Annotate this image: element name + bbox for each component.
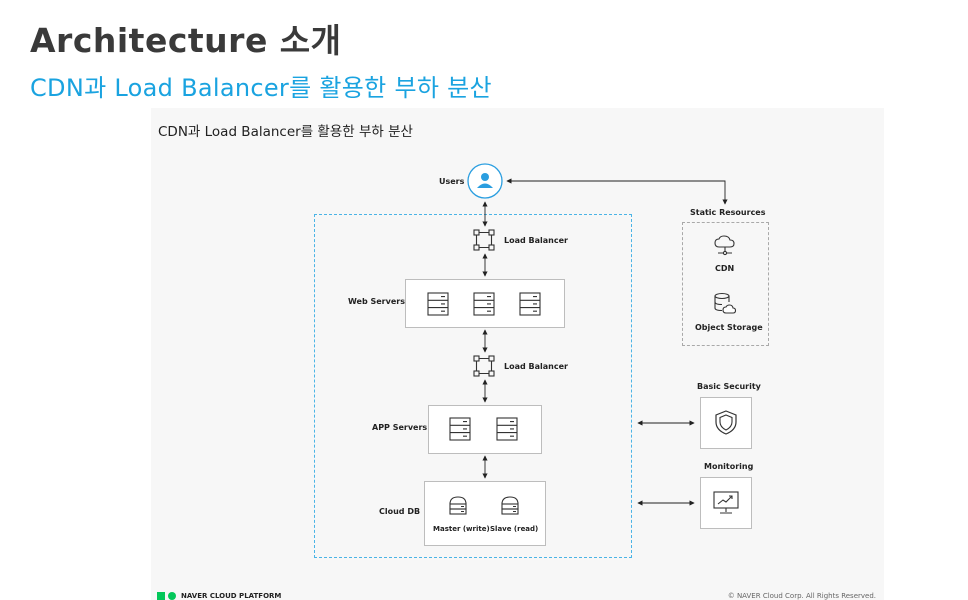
db-slave-label: Slave (read) (490, 525, 539, 533)
diagram-title: CDN과 Load Balancer를 활용한 부하 분산 (158, 124, 413, 140)
db-master-label: Master (write) (433, 525, 490, 533)
naver-logo-icon (157, 592, 176, 600)
architecture-diagram: CDN과 Load Balancer를 활용한 부하 분산 Users Load… (151, 108, 884, 600)
cdn-label: CDN (715, 264, 735, 273)
basic-security-label: Basic Security (697, 382, 761, 391)
load-balancer-icon (473, 229, 495, 251)
footer-brand: NAVER CLOUD PLATFORM (181, 592, 282, 600)
database-cloud-icon (501, 496, 519, 515)
load-balancer-2-label: Load Balancer (504, 362, 568, 371)
footer-copyright: © NAVER Cloud Corp. All Rights Reserved. (727, 592, 876, 600)
load-balancer-1-label: Load Balancer (504, 236, 568, 245)
server-icon (519, 292, 541, 316)
static-resources-group (682, 222, 769, 346)
server-icon (427, 292, 449, 316)
object-storage-label: Object Storage (695, 323, 763, 332)
monitoring-box (700, 477, 752, 529)
web-servers-label: Web Servers (348, 297, 405, 306)
basic-security-box (700, 397, 752, 449)
object-storage-icon (714, 292, 737, 314)
server-icon (496, 417, 518, 441)
database-cloud-icon (449, 496, 467, 515)
vpc-boundary (314, 214, 632, 558)
static-resources-label: Static Resources (690, 208, 766, 217)
slide-subtitle: CDN과 Load Balancer를 활용한 부하 분산 (30, 74, 492, 102)
app-servers-group (428, 405, 542, 454)
cloud-db-group (424, 481, 546, 546)
user-icon (467, 163, 503, 199)
naver-cloud-logo: NAVER CLOUD PLATFORM (157, 592, 281, 600)
cloud-db-label: Cloud DB (379, 507, 421, 516)
users-label: Users (439, 177, 465, 186)
monitoring-label: Monitoring (704, 462, 754, 471)
arrow-users-static (506, 178, 728, 205)
cdn-icon (714, 235, 735, 256)
monitor-chart-icon (713, 491, 739, 514)
web-servers-group (405, 279, 565, 328)
app-servers-label: APP Servers (372, 423, 428, 432)
server-icon (473, 292, 495, 316)
slide-title: Architecture 소개 (30, 21, 342, 60)
load-balancer-icon (473, 355, 495, 377)
shield-icon (715, 410, 737, 435)
connector-arrows (482, 178, 728, 506)
server-icon (449, 417, 471, 441)
